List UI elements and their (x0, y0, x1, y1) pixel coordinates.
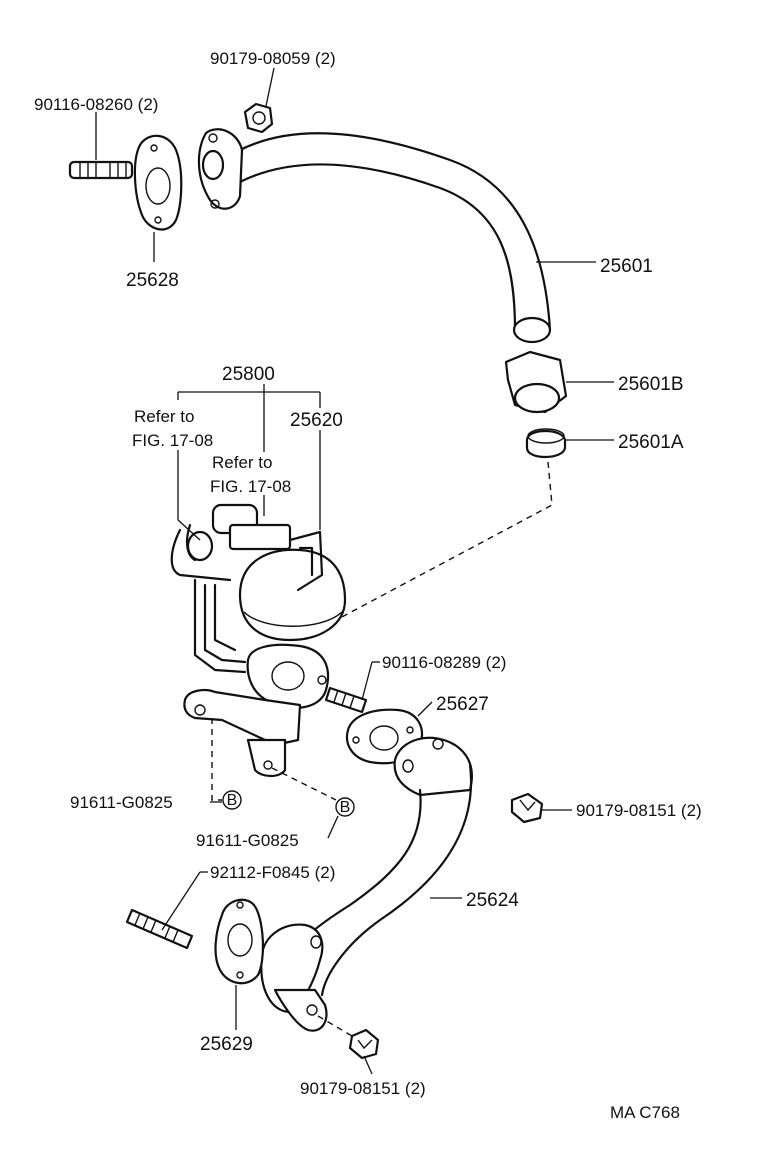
svg-text:B: B (227, 792, 238, 809)
clip-marker-right: B (335, 797, 355, 817)
guide-line-clip-left (211, 718, 222, 801)
guide-line-clip-right (271, 767, 337, 801)
label-25629: 25629 (200, 1034, 253, 1055)
leader-lines (95, 67, 614, 1075)
label-90179-08059: 90179-08059 (2) (210, 49, 336, 68)
pipe-25601 (197, 128, 552, 344)
label-refer-2-line1: Refer to (212, 453, 272, 472)
label-91611-G0825-right: 91611-G0825 (196, 831, 299, 850)
label-25620: 25620 (290, 410, 343, 431)
union-25601A (525, 428, 567, 459)
label-25601: 25601 (600, 256, 653, 277)
footer-code: MA C768 (610, 1103, 680, 1122)
label-25624: 25624 (466, 890, 519, 911)
union-25601B (504, 350, 568, 414)
stud-90116-08260 (68, 160, 134, 180)
label-25800: 25800 (222, 364, 275, 385)
gasket-25628 (133, 134, 183, 231)
guide-line-upper (307, 461, 553, 636)
label-90179-08151-right: 90179-08151 (2) (576, 801, 702, 820)
reference-bracket (177, 384, 321, 541)
label-90116-08260: 90116-08260 (2) (34, 95, 158, 114)
label-91611-G0825-left: 91611-G0825 (70, 793, 173, 812)
label-92112-F0845: 92112-F0845 (2) (210, 863, 335, 882)
stud-92112-F0845 (125, 908, 194, 950)
label-25627: 25627 (436, 694, 489, 715)
stud-90116-08289 (324, 686, 368, 714)
label-25601B: 25601B (618, 374, 684, 395)
label-25628: 25628 (126, 270, 179, 291)
label-90116-08289: 90116-08289 (2) (382, 653, 506, 672)
nut-90179-08151-lower (348, 1028, 380, 1060)
egr-valve-assembly (170, 503, 347, 778)
bolt-90179-08059 (243, 102, 274, 134)
nut-90179-08151-right (510, 792, 544, 824)
label-refer-1-line2: FIG. 17-08 (132, 431, 213, 450)
label-90179-08151-lower: 90179-08151 (2) (300, 1079, 426, 1098)
pipe-25624 (260, 736, 473, 1032)
clip-marker-left: B (222, 790, 242, 810)
label-refer-2-line2: FIG. 17-08 (210, 477, 291, 496)
svg-text:B: B (340, 799, 351, 816)
label-refer-1-line1: Refer to (134, 407, 194, 426)
label-25601A: 25601A (618, 432, 684, 453)
gasket-25629 (214, 898, 265, 985)
